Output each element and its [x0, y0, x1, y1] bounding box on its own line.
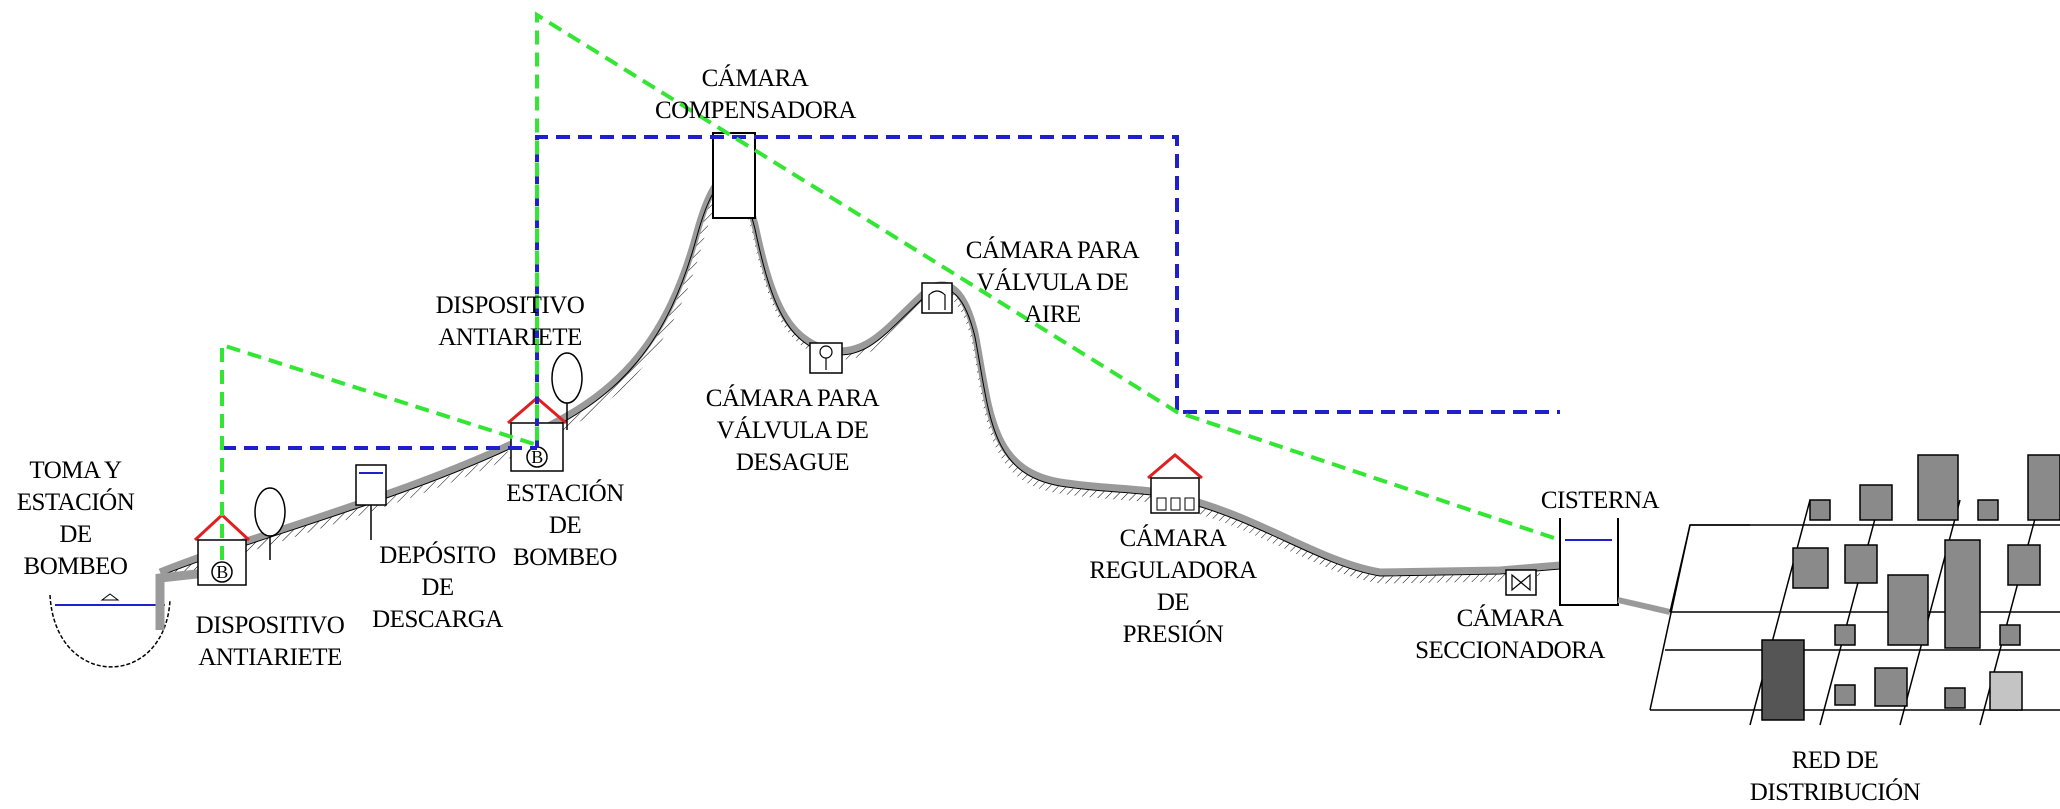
intake-pond	[49, 594, 171, 668]
label-estacion: ESTACIÓN DE BOMBEO	[506, 480, 624, 571]
pump-letter-2: B	[531, 447, 543, 467]
label-deposito: DEPÓSITO DE DESCARGA	[372, 542, 503, 633]
sectioning-chamber	[1505, 569, 1537, 596]
pump-letter-1: B	[216, 562, 228, 582]
drain-valve-chamber	[809, 342, 843, 374]
label-cisterna: CISTERNA	[1540, 487, 1660, 514]
air-valve-chamber	[921, 282, 953, 314]
dynamic-head-line	[220, 11, 1561, 560]
cistern	[1559, 518, 1671, 615]
city-buildings	[1761, 454, 2060, 721]
label-camara-compensadora: CÁMARA COMPENSADORA	[655, 65, 856, 124]
label-toma: TOMA Y ESTACIÓN DE BOMBEO	[16, 457, 135, 580]
intake-pipe	[155, 567, 216, 630]
distribution-network	[1649, 499, 2060, 726]
conduction-pipe	[158, 172, 1561, 576]
discharge-tank	[355, 464, 387, 540]
label-dispositivo-1: DISPOSITIVO ANTIARIETE	[195, 612, 345, 671]
label-seccionadora: CÁMARA SECCIONADORA	[1415, 605, 1605, 664]
label-reguladora: CÁMARA REGULADORA DE PRESIÓN	[1089, 525, 1257, 648]
surge-vessel-2	[551, 352, 583, 430]
pressure-regulating-chamber	[1147, 453, 1203, 514]
surge-vessel-1	[254, 487, 286, 560]
compensating-chamber	[712, 132, 756, 219]
label-valvula-desague: CÁMARA PARA VÁLVULA DE DESAGUE	[705, 385, 880, 476]
label-dispositivo-2: DISPOSITIVO ANTIARIETE	[435, 292, 585, 351]
label-valvula-aire: CÁMARA PARA VÁLVULA DE AIRE	[965, 237, 1140, 328]
static-head-line	[222, 135, 1560, 450]
label-red: RED DE DISTRIBUCIÓN	[1749, 747, 1921, 806]
